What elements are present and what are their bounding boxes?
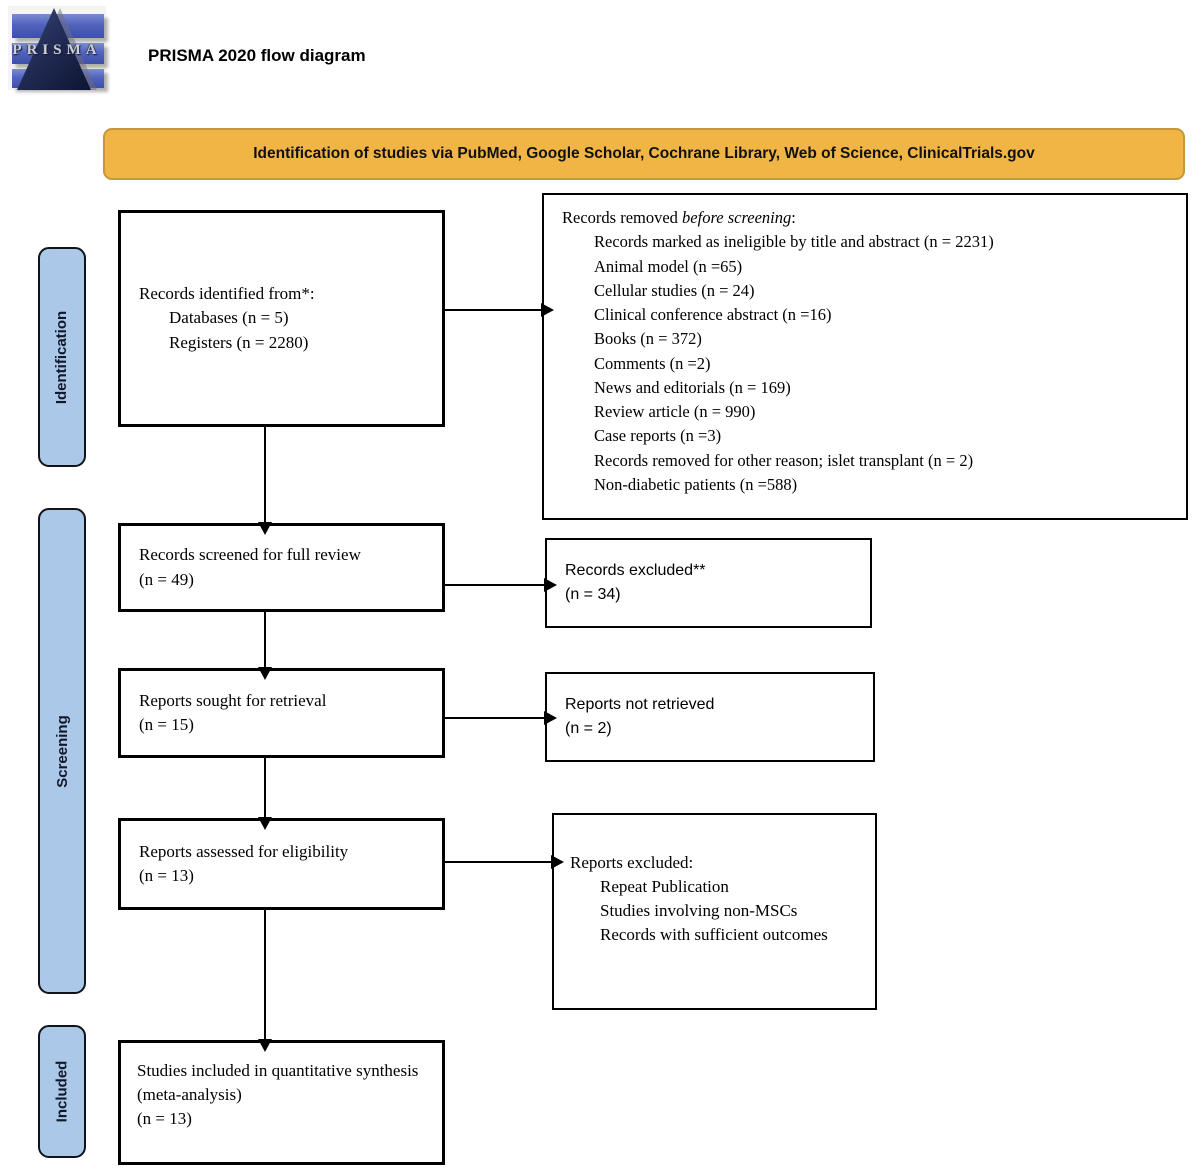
arrowhead-right-icon bbox=[544, 578, 557, 592]
arrowhead-right-icon bbox=[551, 855, 564, 869]
studies-included-text: Studies included in quantitative synthes… bbox=[137, 1061, 419, 1105]
arrow-screened-to-sought bbox=[258, 612, 272, 680]
arrow-identified-to-removed bbox=[445, 303, 554, 317]
reports-excluded-reason: Records with sufficient outcomes bbox=[600, 925, 828, 945]
removed-reason: Animal model (n =65) bbox=[594, 256, 743, 276]
records-screened-count: (n = 49) bbox=[139, 569, 194, 589]
box-records-excluded: Records excluded** (n = 34) bbox=[545, 538, 872, 628]
arrow-sought-to-not-retrieved bbox=[445, 711, 557, 725]
arrowhead-right-icon bbox=[541, 303, 554, 317]
arrowhead-right-icon bbox=[544, 711, 557, 725]
logo-wordmark: PRISMA bbox=[12, 42, 102, 58]
box-reports-excluded: Reports excluded: Repeat Publication Stu… bbox=[552, 813, 877, 1010]
stage-screening-label: Screening bbox=[53, 714, 71, 788]
reports-excluded-title: Reports excluded: bbox=[570, 853, 694, 872]
records-identified-databases: Databases (n = 5) bbox=[169, 308, 289, 328]
stage-screening: Screening bbox=[38, 508, 86, 994]
removed-reason: Records marked as ineligible by title an… bbox=[594, 232, 994, 252]
removed-reason: Books (n = 372) bbox=[594, 329, 702, 349]
stage-included: Included bbox=[38, 1025, 86, 1158]
reports-excluded-reason: Repeat Publication bbox=[600, 877, 729, 897]
reports-sought-count: (n = 15) bbox=[139, 715, 194, 734]
reports-assessed-text: Reports assessed for eligibility bbox=[139, 841, 349, 861]
box-studies-included: Studies included in quantitative synthes… bbox=[118, 1040, 445, 1165]
stage-included-label: Included bbox=[53, 1060, 71, 1123]
reports-assessed-count: (n = 13) bbox=[139, 866, 194, 885]
removed-reason: Non-diabetic patients (n =588) bbox=[594, 474, 798, 494]
arrowhead-down-icon bbox=[258, 817, 272, 830]
removed-reason: Case reports (n =3) bbox=[594, 426, 722, 446]
arrow-sought-to-assessed bbox=[258, 758, 272, 830]
records-removed-title-italic: before screening bbox=[682, 208, 792, 227]
removed-reason: Clinical conference abstract (n =16) bbox=[594, 305, 832, 324]
removed-reason: Comments (n =2) bbox=[594, 353, 711, 373]
arrow-identified-to-screened bbox=[258, 427, 272, 535]
page-title: PRISMA 2020 flow diagram bbox=[148, 46, 366, 65]
box-reports-assessed: Reports assessed for eligibility (n = 13… bbox=[118, 818, 445, 910]
records-removed-title-suffix: : bbox=[791, 208, 796, 227]
box-records-screened: Records screened for full review (n = 49… bbox=[118, 523, 445, 612]
reports-sought-text: Reports sought for retrieval bbox=[139, 690, 327, 710]
removed-reason: Records removed for other reason; islet … bbox=[594, 450, 974, 470]
arrowhead-down-icon bbox=[258, 522, 272, 535]
records-identified-registers: Registers (n = 2280) bbox=[169, 332, 309, 352]
box-records-removed: Records removed before screening: Record… bbox=[542, 193, 1188, 520]
identification-sources-banner: Identification of studies via PubMed, Go… bbox=[103, 128, 1185, 180]
arrow-assessed-to-reports-excluded bbox=[445, 855, 564, 869]
prisma-logo: PRISMA bbox=[8, 6, 106, 90]
banner-text: Identification of studies via PubMed, Go… bbox=[253, 145, 1035, 162]
records-excluded-text: Records excluded** bbox=[565, 562, 706, 579]
stage-identification: Identification bbox=[38, 247, 86, 467]
stage-identification-label: Identification bbox=[53, 310, 71, 404]
arrowhead-down-icon bbox=[258, 667, 272, 680]
box-reports-sought: Reports sought for retrieval (n = 15) bbox=[118, 668, 445, 758]
reports-not-retrieved-count: (n = 2) bbox=[565, 720, 612, 737]
studies-included-count: (n = 13) bbox=[137, 1109, 192, 1129]
arrowhead-down-icon bbox=[258, 1039, 272, 1052]
reports-excluded-reason: Studies involving non-MSCs bbox=[600, 901, 798, 921]
removed-reason: Cellular studies (n = 24) bbox=[594, 280, 755, 300]
records-screened-text: Records screened for full review bbox=[139, 545, 361, 565]
records-identified-title: Records identified from*: bbox=[139, 284, 315, 304]
records-excluded-count: (n = 34) bbox=[565, 586, 621, 603]
arrow-screened-to-excluded bbox=[445, 578, 557, 592]
records-removed-title: Records removed before screening: bbox=[544, 206, 1186, 230]
removed-reason: News and editorials (n = 169) bbox=[594, 377, 791, 397]
box-records-identified: Records identified from*: Databases (n =… bbox=[118, 210, 445, 427]
box-reports-not-retrieved: Reports not retrieved (n = 2) bbox=[545, 672, 875, 762]
records-removed-title-prefix: Records removed bbox=[562, 208, 683, 227]
arrow-assessed-to-included bbox=[258, 910, 272, 1052]
reports-not-retrieved-text: Reports not retrieved bbox=[565, 696, 715, 713]
removed-reason: Review article (n = 990) bbox=[594, 402, 756, 421]
